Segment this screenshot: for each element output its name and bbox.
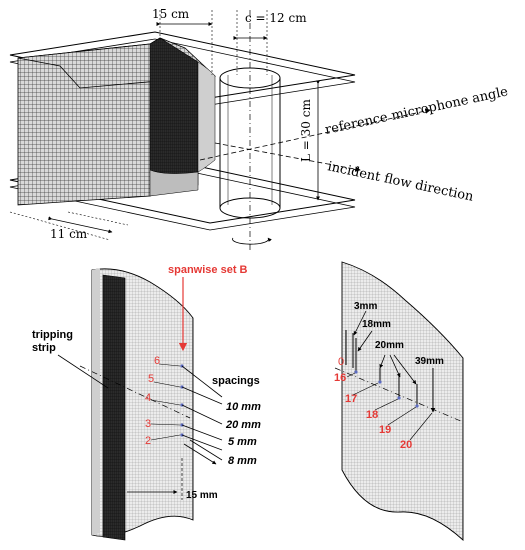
sensor-label: 20 [400,439,412,451]
dim-11cm: 11 cm [50,227,88,241]
sensor-label: 0 [338,356,344,368]
spacing-value: 5 mm [228,436,257,448]
right-airfoil-body [341,261,464,542]
spacing-value: 20 mm [225,419,261,431]
dim-15cm: 15 cm [152,7,190,21]
label-spanwise-set-b: spanwise set B [168,264,248,276]
sensor-label: 19 [379,424,391,436]
label-microphone-angle: reference microphone angle [324,84,510,138]
right-airfoil: 3mm 18mm 20mm 39mm 0 16 17 18 19 20 [334,261,464,542]
spacing-value: 8 mm [228,455,257,467]
sensor-label: 18 [366,409,378,421]
dim-span: L = 30 cm [299,99,313,162]
sensor-point [354,370,358,374]
sensor-label: 17 [345,393,357,405]
dim-20mm: 20mm [375,340,404,351]
wind-tunnel-setup: 15 cm c = 12 cm L = 30 cm reference micr… [9,7,510,252]
sensor-label: 5 [148,373,154,385]
dim-3mm: 3mm [354,301,377,312]
sensor-label: 2 [145,435,151,447]
tripping-strip [102,274,126,541]
sensor-label: 6 [154,355,160,367]
dim-18mm: 18mm [362,319,391,330]
sensor-label: 3 [145,418,151,430]
dim-39mm: 39mm [415,356,444,367]
flow-direction-line [214,142,361,172]
spacing-value: 10 mm [226,401,261,413]
dim-chord: c = 12 cm [245,11,307,25]
sensor-point [397,396,401,400]
microphone-direction-line [199,108,431,161]
label-strip: strip [32,342,56,354]
label-spacings: spacings [212,375,260,387]
sensor-point [378,380,382,384]
sensor-point [415,404,419,408]
left-airfoil: spanwise set B tripping strip 6 5 4 3 2 … [32,264,261,541]
label-tripping: tripping [32,329,73,341]
sensor-label: 4 [145,392,151,404]
label-15mm: 15 mm [186,490,218,501]
sensor-label: 16 [334,372,346,384]
